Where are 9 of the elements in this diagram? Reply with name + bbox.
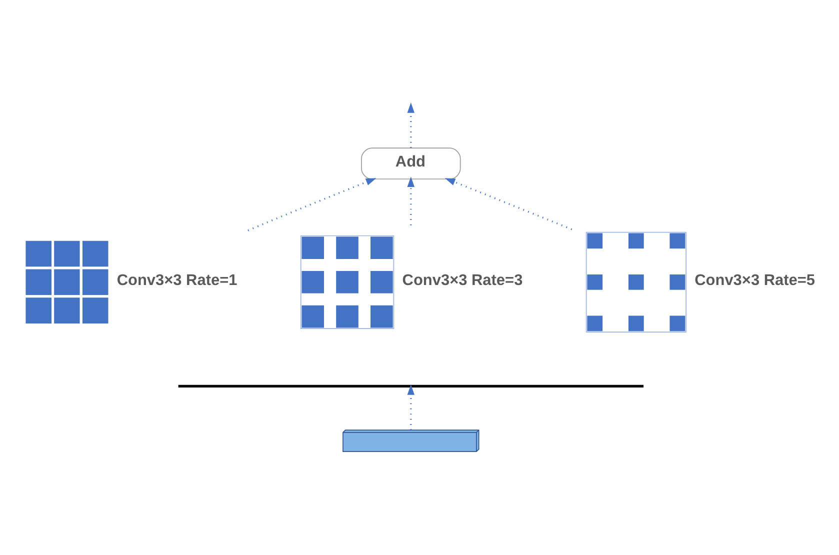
node-label: Conv3×3 Rate=3 [402,272,523,289]
node-box: Add [361,147,461,179]
arrow [444,178,572,230]
arrow [407,384,415,430]
arrow [248,178,376,231]
arrow [407,176,415,225]
node-label: Conv3×3 Rate=1 [116,272,238,289]
arrow [407,102,415,148]
node-label: Conv3×3 Rate=5 [694,272,816,289]
